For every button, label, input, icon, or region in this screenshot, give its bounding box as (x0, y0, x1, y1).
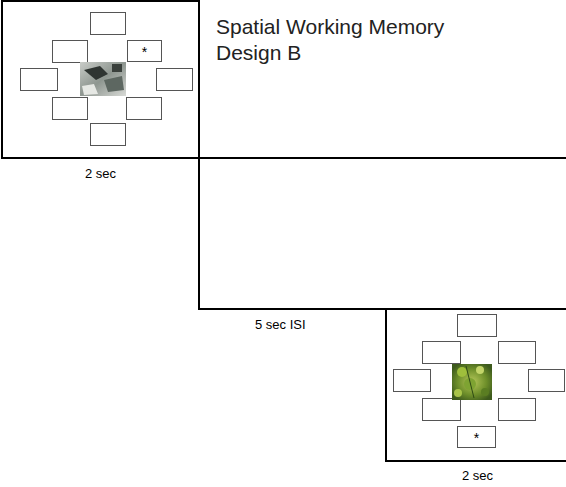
leaf-picture (452, 364, 492, 400)
scene-picture (80, 62, 126, 96)
target-box: * (457, 426, 496, 448)
duration-label: 2 sec (462, 468, 493, 483)
figure-title: Spatial Working Memory Design B (216, 14, 478, 66)
target-marker: * (474, 431, 479, 445)
location-boxes (394, 315, 565, 421)
target-marker: * (142, 45, 147, 59)
target-box: * (127, 40, 162, 62)
duration-label: 2 sec (85, 166, 116, 181)
location-boxes (21, 13, 193, 146)
duration-label: 5 sec ISI (255, 317, 306, 332)
trial-frame: 2 sec* (1, 0, 200, 159)
trial-frame: 2 sec* (385, 308, 566, 462)
trial-frame: 5 sec ISI (198, 157, 566, 310)
